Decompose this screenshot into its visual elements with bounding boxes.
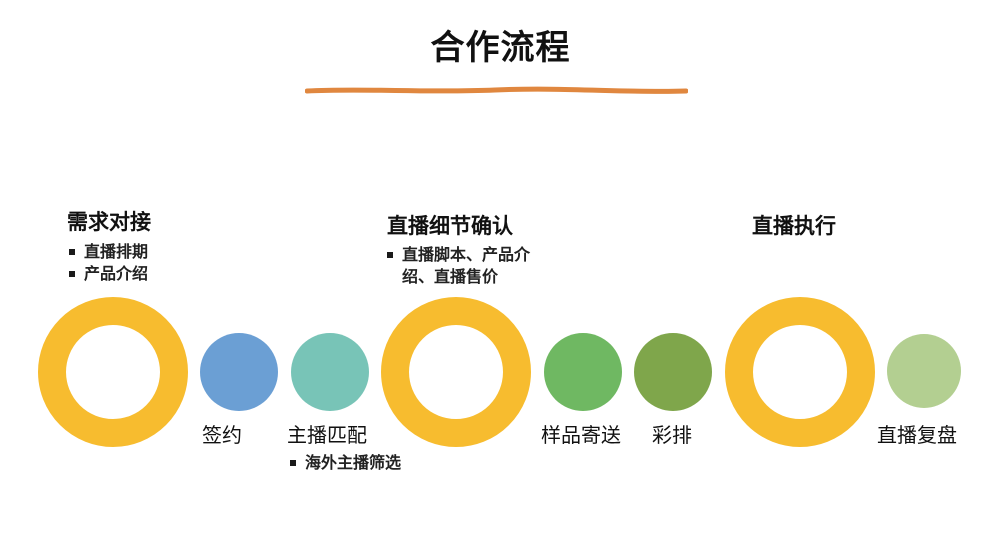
page-title: 合作流程 xyxy=(430,28,571,68)
step-circle-host-match xyxy=(291,333,369,411)
step-label-samples: 样品寄送 xyxy=(541,423,621,447)
step-circle-sign xyxy=(200,333,278,411)
step-circle-rehearsal xyxy=(634,333,712,411)
phase-bullets-details: 直播脚本、产品介绍、直播售价 xyxy=(385,244,535,288)
phase-heading-requirements: 需求对接 xyxy=(67,210,151,234)
bullet-item: 产品介绍 xyxy=(67,263,148,285)
phase-ring-execution xyxy=(725,297,875,447)
step-label-review: 直播复盘 xyxy=(877,423,957,447)
phase-bullets-requirements: 直播排期 产品介绍 xyxy=(67,241,148,285)
phase-ring-requirements xyxy=(38,297,188,447)
bullet-item: 直播脚本、产品介绍、直播售价 xyxy=(385,244,535,288)
phase-ring-details xyxy=(381,297,531,447)
phase-heading-details: 直播细节确认 xyxy=(387,214,513,238)
step-label-rehearsal: 彩排 xyxy=(652,423,692,447)
step-bullets-host-match: 海外主播筛选 xyxy=(288,452,401,474)
title-underline xyxy=(305,86,688,94)
bullet-item: 海外主播筛选 xyxy=(288,452,401,474)
step-circle-review xyxy=(887,334,961,408)
step-label-host-match: 主播匹配 xyxy=(287,423,367,447)
phase-heading-execution: 直播执行 xyxy=(752,214,836,238)
step-label-sign: 签约 xyxy=(202,423,242,447)
step-circle-samples xyxy=(544,333,622,411)
bullet-item: 直播排期 xyxy=(67,241,148,263)
